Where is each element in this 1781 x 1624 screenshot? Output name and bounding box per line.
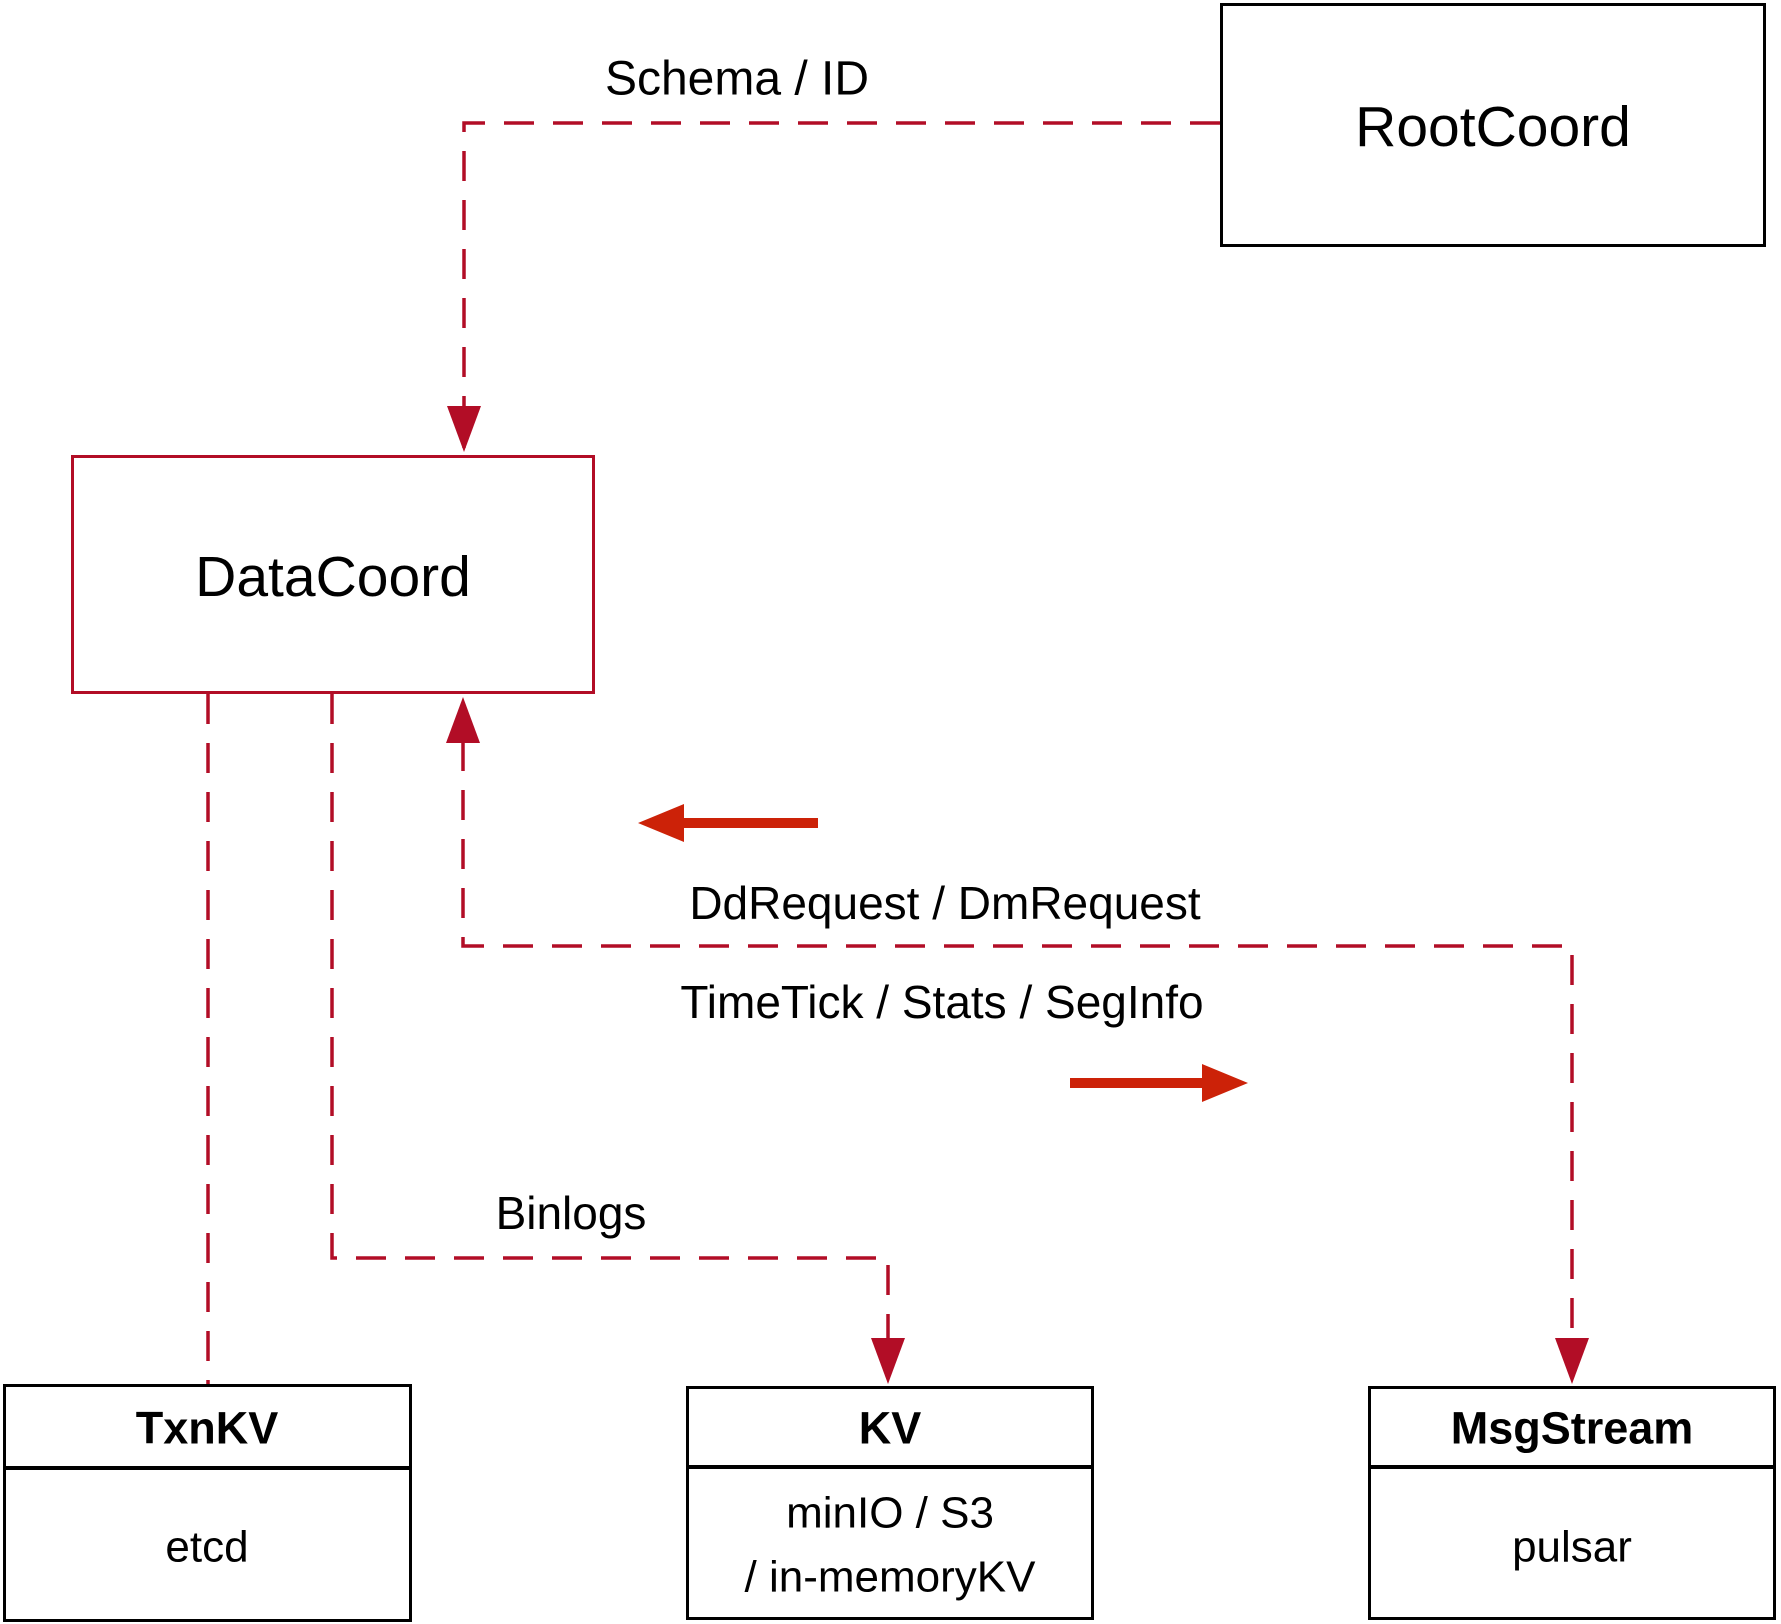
kv-value-line2: / in-memoryKV	[745, 1553, 1037, 1602]
edge-label-schema-id: Schema / ID	[605, 53, 869, 106]
msgstream-value: pulsar	[1512, 1523, 1632, 1572]
rootcoord-box	[1220, 3, 1766, 247]
txnkv-box	[3, 1384, 412, 1622]
datacoord-label: DataCoord	[195, 545, 471, 609]
arrowhead-down-datacoord-top-icon	[447, 406, 481, 452]
kv-title: KV	[859, 1403, 922, 1454]
right-direction-arrow-icon	[1070, 1064, 1248, 1102]
msgstream-title: MsgStream	[1451, 1403, 1694, 1454]
edge-label-binlogs: Binlogs	[496, 1187, 647, 1239]
txnkv-title: TxnKV	[136, 1403, 279, 1454]
rootcoord-label: RootCoord	[1355, 95, 1631, 159]
arrowhead-down-msgstream-icon	[1555, 1338, 1589, 1384]
kv-value-line1: minIO / S3	[786, 1489, 994, 1538]
arrowhead-up-datacoord-bottom-icon	[446, 697, 480, 743]
edge-rootcoord-to-datacoord	[462, 121, 1220, 448]
edge-datacoord-to-kv	[330, 694, 890, 1377]
txnkv-value: etcd	[165, 1523, 248, 1572]
left-direction-arrow-icon	[638, 804, 818, 842]
dashed-connectors-group	[206, 121, 1574, 1384]
kv-node: KV minIO / S3 / in-memoryKV	[686, 1386, 1094, 1620]
msgstream-box	[1368, 1386, 1776, 1620]
txnkv-node: TxnKV etcd	[3, 1384, 412, 1622]
msgstream-node: MsgStream pulsar	[1368, 1386, 1776, 1620]
kv-box	[686, 1386, 1094, 1620]
edge-msgstream-to-datacoord	[461, 741, 1574, 1377]
datacoord-box	[71, 455, 595, 694]
arrowhead-down-kv-icon	[871, 1338, 905, 1384]
dashed-arrowheads-group	[446, 406, 1589, 1384]
edge-label-ddrequest-dmrequest: DdRequest / DmRequest	[689, 877, 1201, 929]
edge-label-timetick-stats-seginfo: TimeTick / Stats / SegInfo	[680, 976, 1203, 1028]
solid-direction-arrows-group	[638, 804, 1248, 1102]
